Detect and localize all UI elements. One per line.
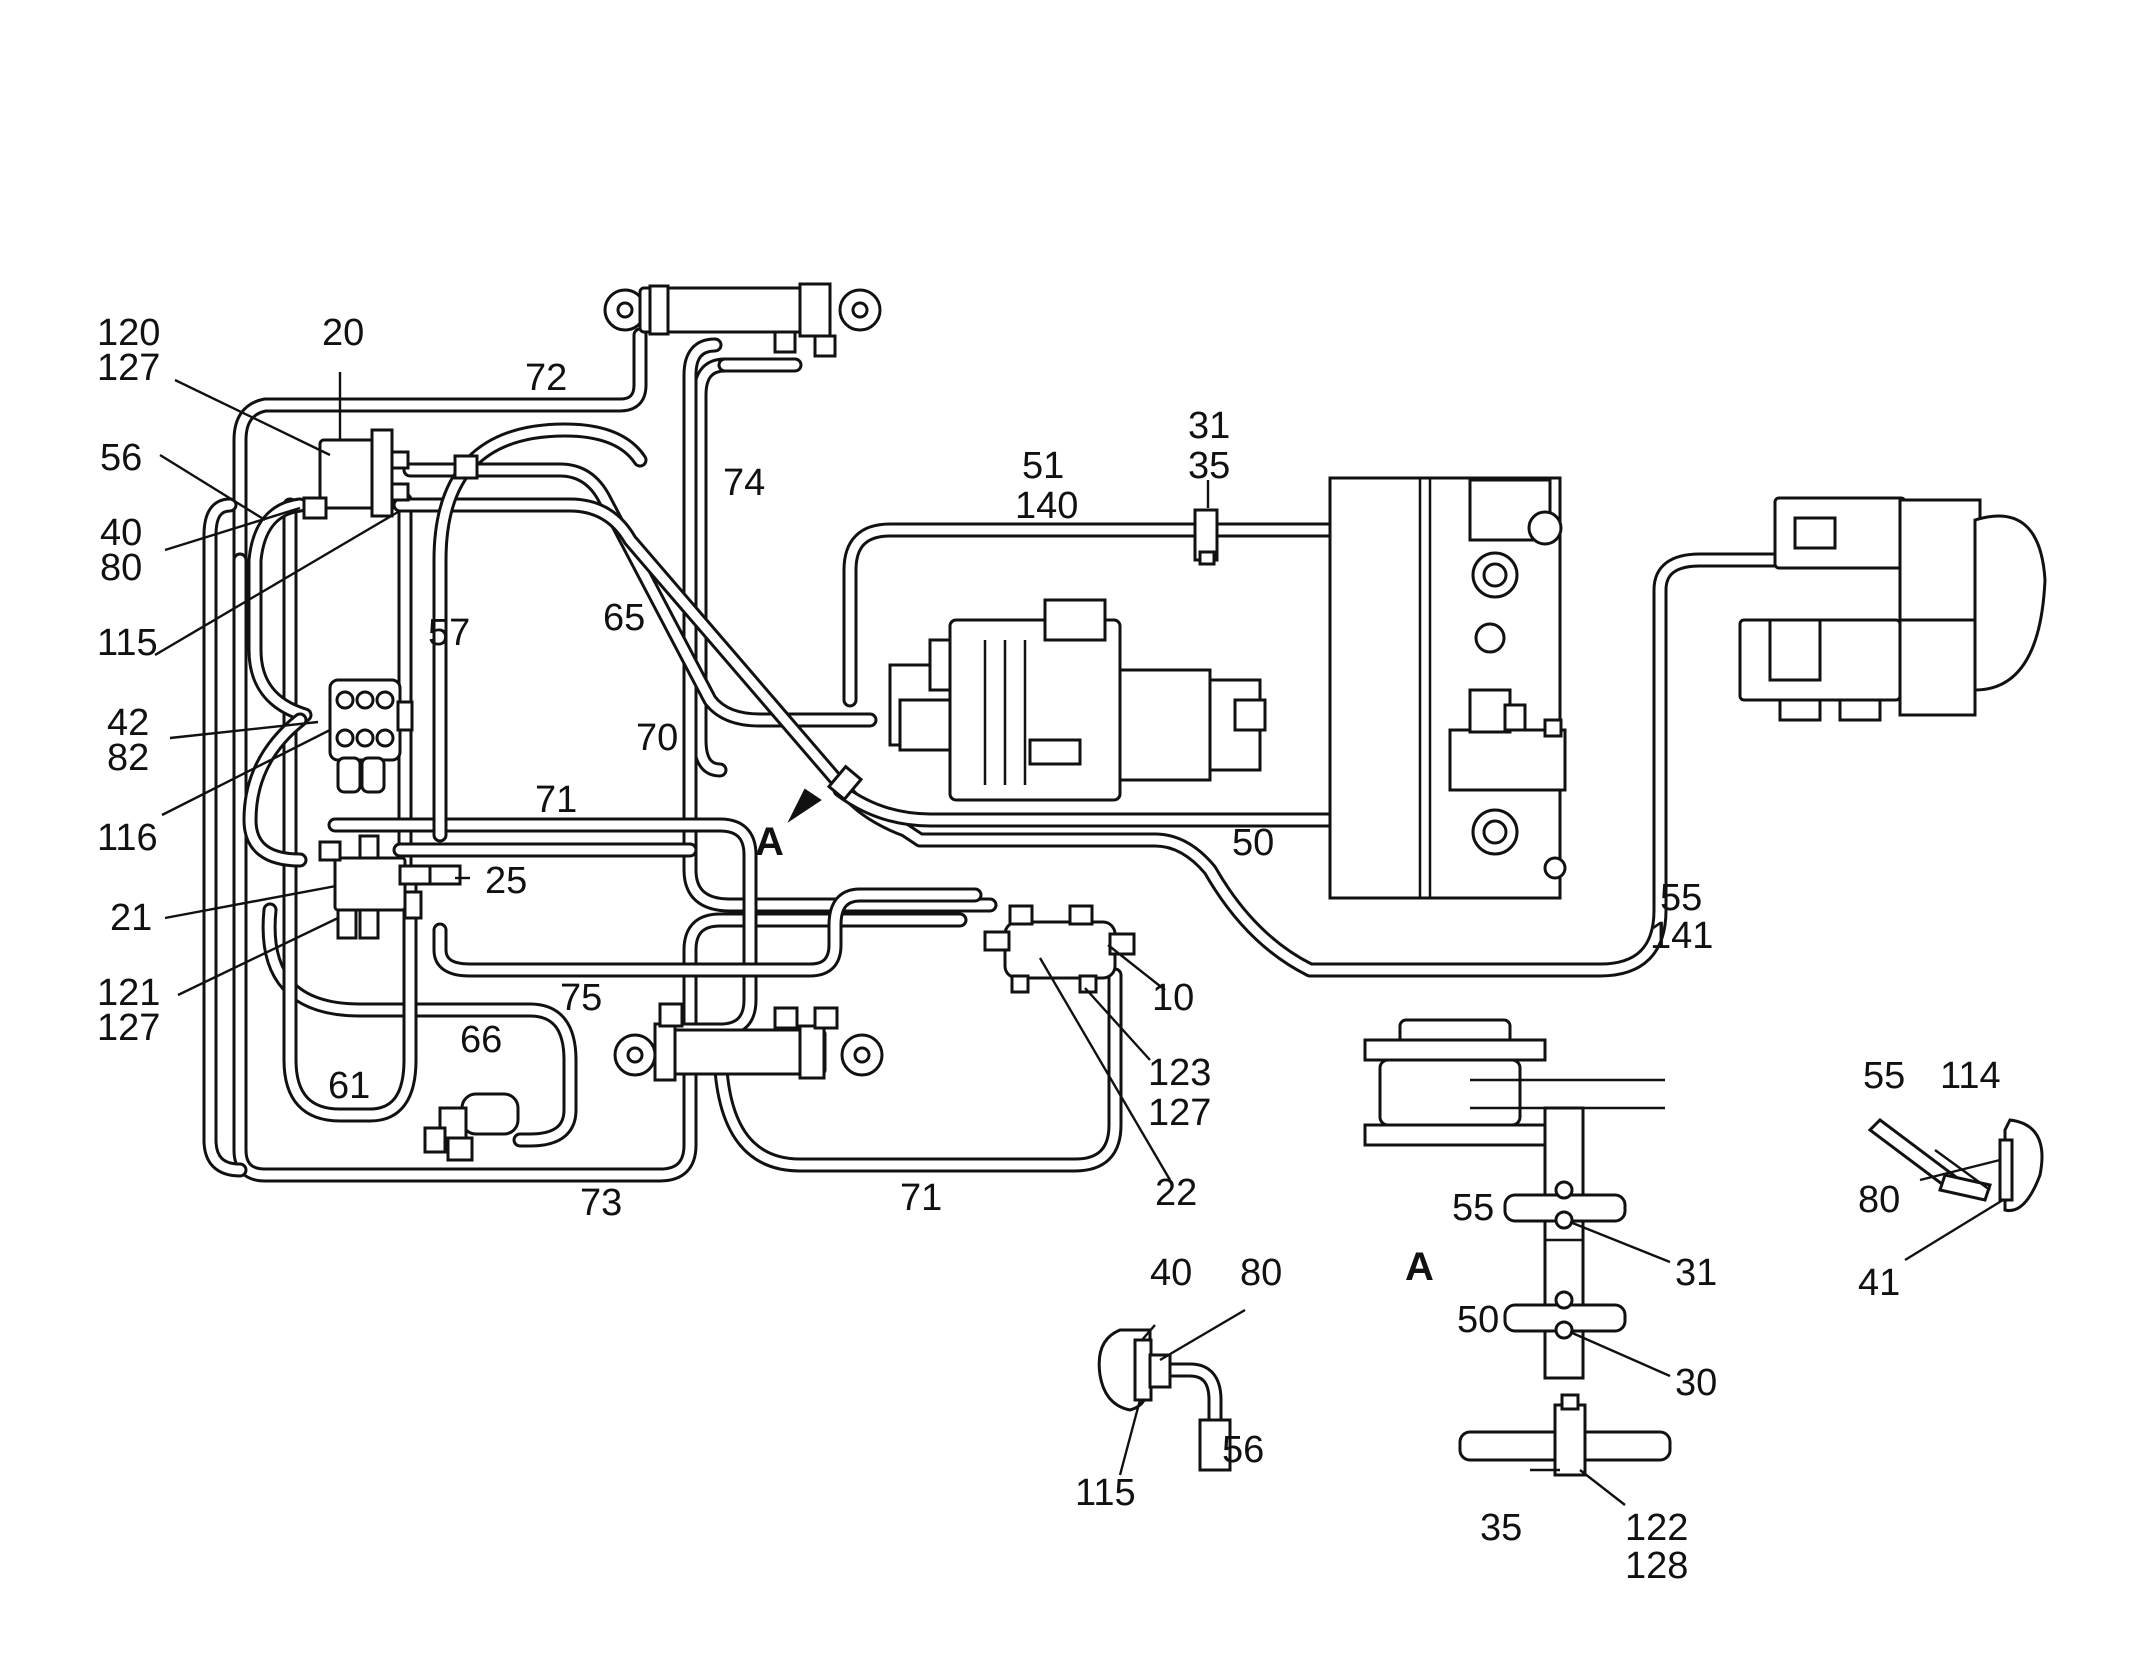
control-valve-20 [302, 428, 479, 520]
lower-cylinder [613, 1002, 884, 1082]
detail-a-128: 128 [1625, 1545, 1688, 1587]
callout-123: 123 [1148, 1052, 1211, 1094]
callout-35: 35 [1188, 445, 1230, 487]
detail-fitting-56: 56 [1222, 1429, 1264, 1471]
callout-82: 82 [107, 737, 149, 779]
callout-127-top: 127 [97, 347, 160, 389]
inline-filter [423, 1092, 520, 1162]
callout-141: 141 [1650, 915, 1713, 957]
callout-31: 31 [1188, 405, 1230, 447]
callout-74: 74 [723, 462, 765, 504]
detail-fitting-40: 40 [1150, 1252, 1192, 1294]
callout-42: 42 [107, 702, 149, 744]
callout-50: 50 [1232, 822, 1274, 864]
detail-a-view [1363, 1018, 1672, 1477]
detail-fitting-80: 80 [1240, 1252, 1282, 1294]
detail-a-122: 122 [1625, 1507, 1688, 1549]
hose-frame-loop-bore [435, 425, 645, 840]
callout-20: 20 [322, 312, 364, 354]
callout-70: 70 [636, 717, 678, 759]
callout-75: 75 [560, 977, 602, 1019]
callout-71-upper: 71 [535, 779, 577, 821]
hose-74a-bore [695, 360, 730, 775]
callout-80: 80 [100, 547, 142, 589]
callout-22: 22 [1155, 1172, 1197, 1214]
callout-127-left: 127 [97, 1007, 160, 1049]
radiator-frame [1328, 476, 1567, 900]
hose-51-bore [845, 525, 1505, 705]
detail-a-50: 50 [1457, 1299, 1499, 1341]
detail-port-41: 41 [1858, 1262, 1900, 1304]
hose-74c-bore [685, 340, 995, 910]
hose-group [202, 327, 1788, 1183]
detail-port-80: 80 [1858, 1179, 1900, 1221]
detail-port-55: 55 [1863, 1055, 1905, 1097]
callout-57: 57 [428, 612, 470, 654]
callout-66: 66 [460, 1019, 502, 1061]
hose-left-outer-bore [205, 500, 245, 1175]
hose-56-bore [250, 500, 310, 720]
callout-56: 56 [100, 437, 142, 479]
callout-55: 55 [1660, 877, 1702, 919]
detail-fitting-115: 115 [1075, 1472, 1136, 1514]
pump-assembly [1738, 496, 2047, 722]
callout-51: 51 [1022, 445, 1064, 487]
callout-61: 61 [328, 1065, 370, 1107]
detail-pump-port [1867, 1118, 2044, 1213]
detail-a-35: 35 [1480, 1507, 1522, 1549]
detail-fitting-view [1097, 1328, 1232, 1472]
detail-a-31: 31 [1675, 1252, 1717, 1294]
callout-120: 120 [97, 312, 160, 354]
callout-72: 72 [525, 357, 567, 399]
hose-71-lower-bore [715, 970, 1120, 1170]
detail-a-view-label: A [1405, 1245, 1434, 1289]
detail-a-55: 55 [1452, 1187, 1494, 1229]
detail-a-arrow-label: A [755, 820, 784, 864]
hose-65-bore [405, 465, 875, 725]
detail-a-indicator [787, 764, 864, 823]
hose-66-bore [264, 905, 575, 1145]
hose-61-bore [285, 500, 415, 1120]
callout-121: 121 [97, 972, 160, 1014]
callout-115: 115 [97, 622, 158, 664]
callout-labels: 120 127 20 56 40 80 115 42 82 116 21 121… [97, 312, 2001, 1587]
callout-25: 25 [485, 860, 527, 902]
callout-127-right: 127 [1148, 1092, 1211, 1134]
top-cylinder [603, 282, 882, 358]
callout-71-lower: 71 [900, 1177, 942, 1219]
callout-10: 10 [1152, 977, 1194, 1019]
hose-71-bore [330, 820, 755, 1035]
gear-valve-block [328, 678, 414, 794]
component-22 [983, 904, 1136, 994]
hose-72-bore [235, 330, 645, 565]
hose-50-bore [835, 785, 1535, 825]
detail-a-30: 30 [1675, 1362, 1717, 1404]
hose-116-bore [245, 715, 305, 865]
hose-61 [282, 497, 418, 1123]
callout-65: 65 [603, 597, 645, 639]
callout-21: 21 [110, 897, 152, 939]
valve-block-21 [318, 834, 462, 940]
callout-116: 116 [97, 817, 158, 859]
callout-73: 73 [580, 1182, 622, 1224]
callout-140: 140 [1015, 485, 1078, 527]
hose-clamp [1193, 508, 1219, 566]
hose-75-bore [435, 890, 980, 975]
detail-port-114: 114 [1940, 1055, 2001, 1097]
callout-40: 40 [100, 512, 142, 554]
leader-lines [154, 372, 2004, 1506]
central-motor [888, 598, 1267, 802]
